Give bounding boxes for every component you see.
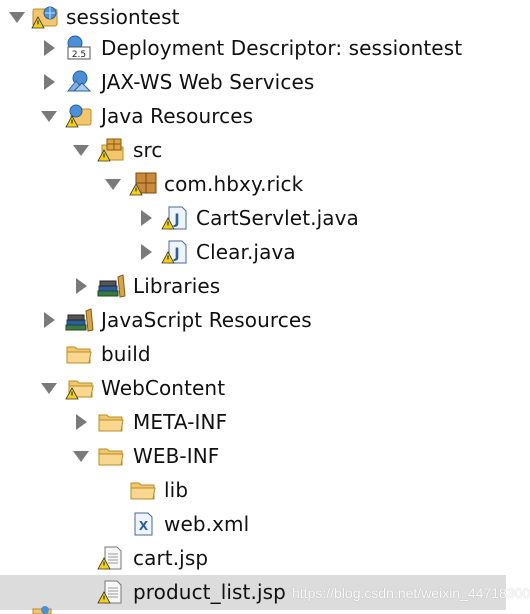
tree-item-java-resources[interactable]: Java Resources <box>0 99 506 133</box>
tree-item-sessiontest[interactable]: sessiontest <box>0 0 506 34</box>
tree-item-deployment-descriptor[interactable]: 2.5 Deployment Descriptor: sessiontest <box>0 31 506 65</box>
collapsed-arrow-icon[interactable] <box>137 243 155 261</box>
collapsed-arrow-icon[interactable] <box>40 73 58 91</box>
java-file-icon: J <box>161 240 187 264</box>
folder-icon <box>98 414 124 432</box>
tree-item-libraries[interactable]: Libraries <box>0 269 506 303</box>
partial-project-icon <box>32 606 52 614</box>
collapsed-arrow-icon[interactable] <box>72 413 90 431</box>
svg-text:J: J <box>173 246 179 262</box>
jsp-file-icon <box>97 580 122 604</box>
tree-item-src[interactable]: src <box>0 133 506 167</box>
folder-icon <box>66 346 92 364</box>
xml-file-icon: X <box>134 512 153 536</box>
tree-item-javascript-resources[interactable]: JavaScript Resources <box>0 303 506 337</box>
web-project-icon <box>31 6 58 29</box>
tree-item-webcontent[interactable]: WebContent <box>0 371 506 405</box>
tree-item-label: lib <box>164 478 189 502</box>
expanded-arrow-icon[interactable] <box>40 379 58 397</box>
tree-item-web-inf[interactable]: WEB-INF <box>0 439 506 473</box>
expanded-arrow-icon[interactable] <box>72 141 90 159</box>
expanded-arrow-icon[interactable] <box>104 175 122 193</box>
libraries-icon <box>97 274 126 298</box>
tree-item-label: Deployment Descriptor: sessiontest <box>101 36 463 60</box>
tree-item-build[interactable]: build <box>0 337 506 371</box>
tree-item-label: Libraries <box>133 274 221 298</box>
collapsed-arrow-icon[interactable] <box>40 39 58 57</box>
jsp-file-icon <box>97 546 122 570</box>
tree-item-cart-jsp[interactable]: cart.jsp <box>0 541 506 575</box>
web-services-icon <box>66 70 92 92</box>
tree-item-label: WebContent <box>101 376 226 400</box>
watermark: https://blog.csdn.net/weixin_44718300 <box>292 585 530 601</box>
tree-item-label: build <box>101 342 151 366</box>
tree-item-label: product_list.jsp <box>133 580 286 604</box>
tree-item-label: Clear.java <box>196 240 296 264</box>
tree-item-label: cart.jsp <box>133 546 209 570</box>
svg-text:J: J <box>173 212 179 228</box>
collapsed-arrow-icon[interactable] <box>40 311 58 329</box>
expanded-arrow-icon[interactable] <box>8 8 26 26</box>
tree-item-label: com.hbxy.rick <box>164 172 304 196</box>
package-icon <box>129 172 157 196</box>
tree-item-lib[interactable]: lib <box>0 473 506 507</box>
tree-item-label: Java Resources <box>101 104 254 128</box>
tree-item-label: WEB-INF <box>133 444 220 468</box>
tree-item-cartservlet[interactable]: J CartServlet.java <box>0 201 506 235</box>
svg-text:X: X <box>139 519 149 533</box>
tree-item-clear[interactable]: J Clear.java <box>0 235 506 269</box>
source-folder-icon <box>97 138 124 162</box>
tree-item-label: web.xml <box>164 512 250 536</box>
tree-item-label: sessiontest <box>66 5 180 29</box>
java-file-icon: J <box>161 206 187 230</box>
tree-item-label: JavaScript Resources <box>101 308 312 332</box>
collapsed-arrow-icon[interactable] <box>72 277 90 295</box>
svg-text:2.5: 2.5 <box>72 50 86 60</box>
tree-item-label: JAX-WS Web Services <box>101 70 315 94</box>
tree-item-label: META-INF <box>133 410 228 434</box>
folder-icon <box>65 380 94 400</box>
collapsed-arrow-icon[interactable] <box>137 209 155 227</box>
tree-item-jax-ws[interactable]: JAX-WS Web Services <box>0 65 506 99</box>
folder-icon <box>98 448 124 466</box>
tree-item-label: src <box>133 138 163 162</box>
tree-item-product-list-jsp[interactable]: product_list.jsp <box>0 575 506 610</box>
tree-item-meta-inf[interactable]: META-INF <box>0 405 506 439</box>
tree-item-web-xml[interactable]: X web.xml <box>0 507 506 541</box>
expanded-arrow-icon[interactable] <box>40 107 58 125</box>
tree-item-package[interactable]: com.hbxy.rick <box>0 167 506 201</box>
deployment-descriptor-icon: 2.5 <box>67 35 91 60</box>
java-resources-icon <box>65 104 92 128</box>
libraries-icon <box>65 308 94 332</box>
tree-item-label: CartServlet.java <box>196 206 359 230</box>
expanded-arrow-icon[interactable] <box>72 447 90 465</box>
folder-icon <box>130 482 156 500</box>
